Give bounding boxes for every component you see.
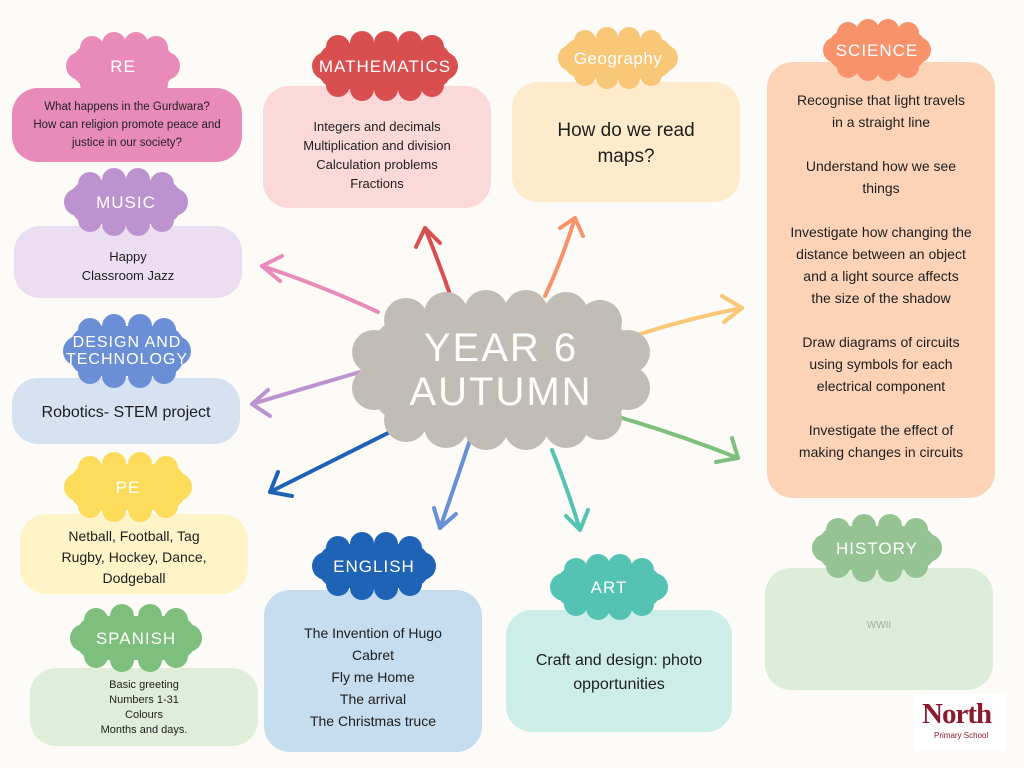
- spanish-line: Colours: [125, 709, 163, 721]
- design-technology-line: Robotics- STEM project: [41, 404, 211, 421]
- science-line: Draw diagrams of circuits: [802, 334, 960, 350]
- history-title: HISTORY: [836, 538, 918, 558]
- school-logo-name: North: [922, 698, 992, 730]
- school-logo-subtitle: Primary School: [934, 731, 989, 740]
- arrow-geography: [543, 216, 585, 298]
- science-line: using symbols for each: [809, 356, 953, 372]
- science-line: and a light source affects: [803, 268, 959, 284]
- spanish-line: Numbers 1-31: [109, 694, 179, 706]
- pe-box: Netball, Football, Tag Rugby, Hockey, Da…: [20, 514, 248, 594]
- science-line: Investigate the effect of: [808, 422, 954, 438]
- art-title: ART: [590, 577, 628, 597]
- science-line: making changes in circuits: [798, 444, 964, 460]
- science-line: things: [862, 180, 900, 196]
- spanish-cloud: SPANISH: [66, 604, 206, 672]
- geography-line: maps?: [597, 146, 655, 167]
- mathematics-line: Integers and decimals: [313, 119, 441, 134]
- geography-title: Geography: [573, 48, 663, 68]
- center-title: YEAR 6 AUTUMN: [350, 300, 652, 440]
- spanish-line: Basic greeting: [109, 679, 179, 691]
- design-technology-title-line: TECHNOLOGY: [65, 351, 188, 368]
- english-box: The Invention of Hugo Cabret Fly me Home…: [264, 590, 482, 752]
- art-box: Craft and design: photo opportunities: [506, 610, 732, 732]
- mathematics-line: Fractions: [350, 176, 404, 191]
- re-line: justice in our society?: [72, 137, 182, 149]
- pe-title: PE: [115, 477, 141, 497]
- arrow-design-technology: [250, 370, 362, 418]
- english-line: The arrival: [339, 691, 407, 707]
- spanish-box: Basic greeting Numbers 1-31 Colours Mont…: [30, 668, 258, 746]
- mathematics-box: Integers and decimals Multiplication and…: [263, 86, 491, 208]
- pe-line: Rugby, Hockey, Dance,: [61, 548, 207, 565]
- pe-line: Dodgeball: [102, 569, 166, 586]
- design-technology-box: Robotics- STEM project: [12, 378, 240, 444]
- arrow-english: [432, 438, 472, 530]
- english-line: Fly me Home: [331, 669, 415, 685]
- spanish-line: Months and days.: [100, 724, 188, 736]
- re-line: How can religion promote peace and: [33, 119, 221, 131]
- geography-cloud: Geography: [553, 27, 683, 89]
- arrow-art: [550, 448, 590, 532]
- design-technology-title: DESIGN AND TECHNOLOGY: [60, 316, 194, 386]
- english-line: Cabret: [351, 647, 395, 663]
- pe-cloud: PE: [60, 452, 196, 522]
- science-title: SCIENCE: [835, 40, 919, 60]
- geography-line: How do we read: [557, 120, 695, 141]
- science-line: Understand how we see: [805, 158, 957, 174]
- science-line: distance between an object: [796, 246, 966, 262]
- arrow-science-lower: [620, 416, 740, 464]
- history-line: WWII: [866, 620, 892, 631]
- center-title-line: AUTUMN: [409, 370, 593, 414]
- arrow-mathematics: [414, 226, 454, 302]
- design-technology-title-line: DESIGN AND: [72, 334, 182, 351]
- center-cloud: [350, 290, 652, 450]
- music-cloud: MUSIC: [60, 168, 192, 236]
- english-line: The Invention of Hugo: [304, 625, 442, 641]
- re-cloud: RE: [62, 32, 184, 100]
- music-box: Happy Classroom Jazz: [14, 226, 242, 298]
- re-title: RE: [110, 56, 136, 76]
- spanish-title: SPANISH: [95, 628, 177, 648]
- art-line: opportunities: [573, 676, 665, 693]
- science-line: Investigate how changing the: [790, 224, 972, 240]
- history-box: WWII: [765, 568, 993, 690]
- music-line: Classroom Jazz: [81, 268, 175, 283]
- arrow-music: [260, 254, 380, 314]
- center-title-line: YEAR 6: [423, 326, 579, 370]
- school-logo: North Primary School: [914, 694, 1006, 750]
- science-line: the size of the shadow: [811, 290, 951, 306]
- history-cloud: HISTORY: [808, 514, 946, 582]
- mathematics-line: Calculation problems: [316, 157, 438, 172]
- science-line: in a straight line: [831, 114, 931, 130]
- science-line: electrical component: [816, 378, 946, 394]
- mathematics-title: MATHEMATICS: [318, 56, 452, 76]
- english-line: The Christmas truce: [309, 713, 437, 729]
- arrow-science: [638, 294, 744, 336]
- geography-box: How do we read maps?: [512, 82, 740, 202]
- art-cloud: ART: [546, 554, 672, 620]
- science-cloud: SCIENCE: [818, 19, 936, 81]
- music-line: Happy: [109, 249, 147, 264]
- art-line: Craft and design: photo: [535, 652, 703, 669]
- mathematics-cloud: MATHEMATICS: [308, 31, 462, 101]
- re-line: What happens in the Gurdwara?: [44, 101, 210, 113]
- english-cloud: ENGLISH: [308, 532, 440, 600]
- design-technology-cloud: DESIGN AND TECHNOLOGY: [60, 314, 194, 388]
- arrow-pe: [268, 430, 392, 498]
- english-title: ENGLISH: [333, 556, 415, 576]
- music-title: MUSIC: [96, 192, 156, 212]
- science-line: Recognise that light travels: [796, 92, 966, 108]
- science-box: Recognise that light travels in a straig…: [767, 62, 995, 498]
- re-box: What happens in the Gurdwara? How can re…: [12, 88, 242, 162]
- pe-line: Netball, Football, Tag: [68, 527, 200, 544]
- mathematics-line: Multiplication and division: [303, 138, 451, 153]
